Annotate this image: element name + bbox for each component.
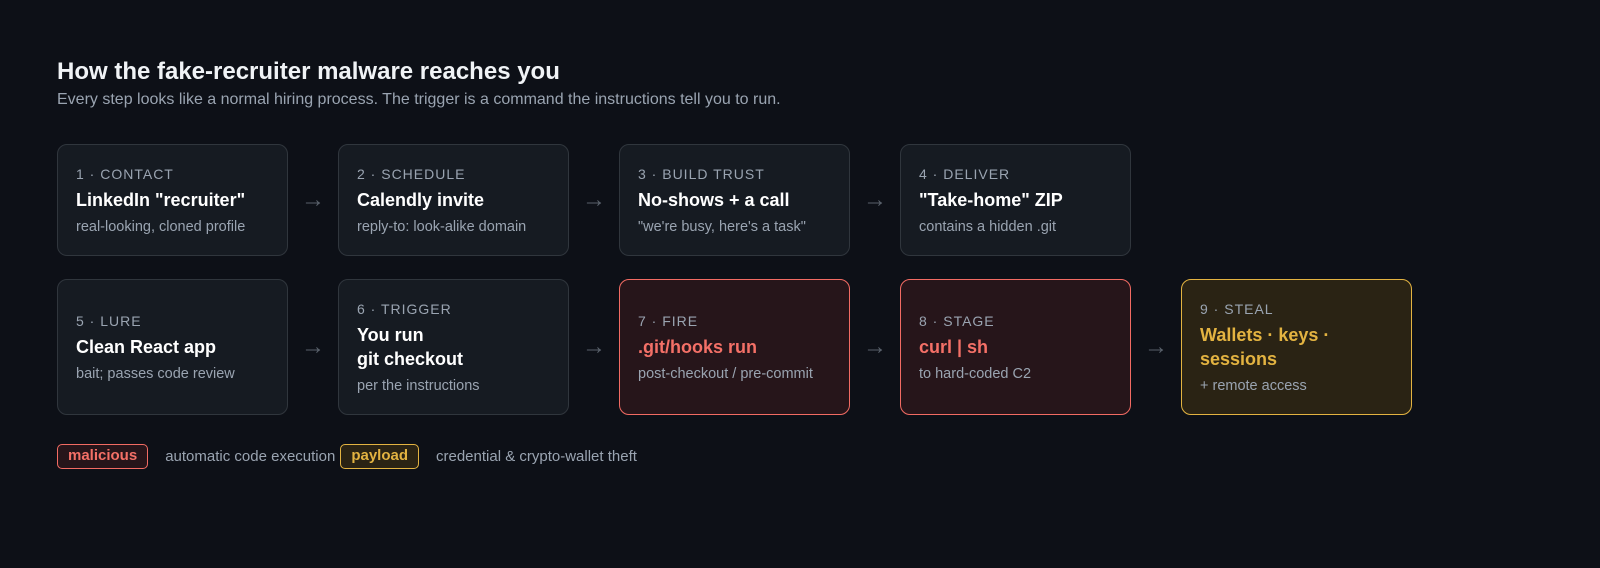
step-card-build-trust: 3 · BUILD TRUST No-shows + a call "we're… [619,144,850,256]
flow-row-2: 5 · LURE Clean React app bait; passes co… [57,279,1412,415]
step-card-fire: 7 · FIRE .git/hooks run post-checkout / … [619,279,850,415]
step-label: 9 · STEAL [1200,300,1274,317]
arrow-right-icon: → [863,333,887,360]
arrow-right-icon: → [582,186,606,213]
step-description: contains a hidden .git [919,218,1057,235]
step-label: 8 · STAGE [919,312,995,329]
page-subtitle: Every step looks like a normal hiring pr… [57,91,781,108]
step-description: per the instructions [357,377,480,394]
arrow-right-icon: → [582,333,606,360]
step-label: 3 · BUILD TRUST [638,165,765,182]
step-card-trigger: 6 · TRIGGER You run git checkout per the… [338,279,569,415]
step-heading: curl | sh [919,336,989,357]
step-heading: "Take-home" ZIP [919,189,1063,210]
step-heading: You run git checkout [357,324,464,369]
step-card-steal: 9 · STEAL Wallets · keys · sessions + re… [1181,279,1412,415]
step-description: post-checkout / pre-commit [638,365,813,382]
arrow-right-icon: → [863,186,887,213]
legend: malicious automatic code execution paylo… [57,444,642,469]
arrow-right-icon: → [1144,333,1168,360]
step-heading: Wallets · keys · sessions [1200,324,1330,369]
step-card-contact: 1 · CONTACT LinkedIn "recruiter" real-lo… [57,144,288,256]
malicious-legend-text: automatic code execution [165,448,336,465]
step-description: "we're busy, here's a task" [638,218,806,235]
step-label: 4 · DELIVER [919,165,1011,182]
payload-legend-text: credential & crypto-wallet theft [436,448,637,465]
step-heading: No-shows + a call [638,189,790,210]
step-label: 7 · FIRE [638,312,699,329]
step-description: bait; passes code review [76,365,235,382]
step-label: 5 · LURE [76,312,142,329]
step-description: real-looking, cloned profile [76,218,246,235]
step-description: reply-to: look-alike domain [357,218,527,235]
step-label: 6 · TRIGGER [357,300,452,317]
step-label: 1 · CONTACT [76,165,174,182]
step-description: + remote access [1200,377,1307,394]
arrow-right-icon: → [301,333,325,360]
page: How the fake-recruiter malware reaches y… [57,56,1557,469]
page-title: How the fake-recruiter malware reaches y… [57,58,560,85]
step-heading: LinkedIn "recruiter" [76,189,246,210]
step-heading: Calendly invite [357,189,485,210]
step-label: 2 · SCHEDULE [357,165,466,182]
step-card-lure: 5 · LURE Clean React app bait; passes co… [57,279,288,415]
step-heading: Clean React app [76,336,217,357]
flow-row-1: 1 · CONTACT LinkedIn "recruiter" real-lo… [57,144,1131,256]
step-card-stage: 8 · STAGE curl | sh to hard-coded C2 [900,279,1131,415]
step-heading: .git/hooks run [638,336,757,357]
step-card-schedule: 2 · SCHEDULE Calendly invite reply-to: l… [338,144,569,256]
payload-badge: payload [340,444,419,469]
step-description: to hard-coded C2 [919,365,1032,382]
arrow-right-icon: → [301,186,325,213]
malicious-badge: malicious [57,444,149,469]
step-card-deliver: 4 · DELIVER "Take-home" ZIP contains a h… [900,144,1131,256]
